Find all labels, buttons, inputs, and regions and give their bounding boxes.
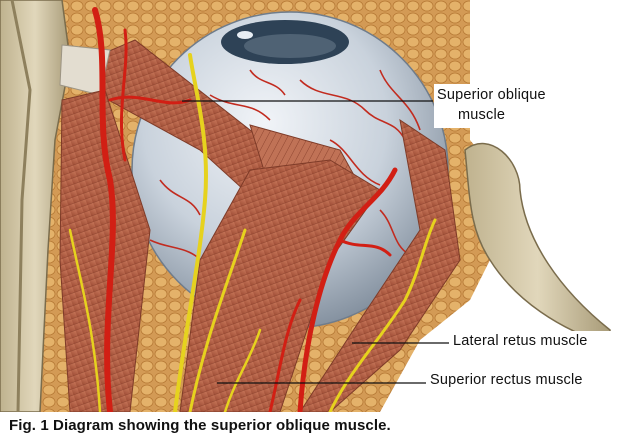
label-superior-oblique-line1: Superior oblique — [437, 87, 546, 103]
superior-rectus-muscle — [179, 159, 381, 412]
nerves — [68, 53, 437, 412]
eye-orbit-illustration — [0, 0, 632, 412]
label-bg-lateral-rectus — [450, 331, 632, 353]
label-bg-superior-rectus — [427, 369, 632, 393]
medial-orbital-wall — [0, 0, 71, 412]
label-lateral-rectus: Lateral retus muscle — [453, 333, 588, 349]
lateral-rectus-muscle — [299, 118, 461, 412]
leader-lines — [182, 100, 449, 384]
label-bg-superior-oblique — [434, 84, 590, 128]
bone-ridge — [10, 0, 32, 412]
label-superior-rectus: Superior rectus muscle — [430, 372, 583, 388]
label-superior-oblique-line2: muscle — [458, 107, 506, 123]
arteries — [92, 7, 398, 412]
cornea-highlight — [237, 31, 253, 39]
figure-caption: Fig. 1 Diagram showing the superior obli… — [9, 417, 391, 434]
iris-ring — [244, 34, 336, 58]
lateral-orbital-wall — [464, 142, 611, 347]
